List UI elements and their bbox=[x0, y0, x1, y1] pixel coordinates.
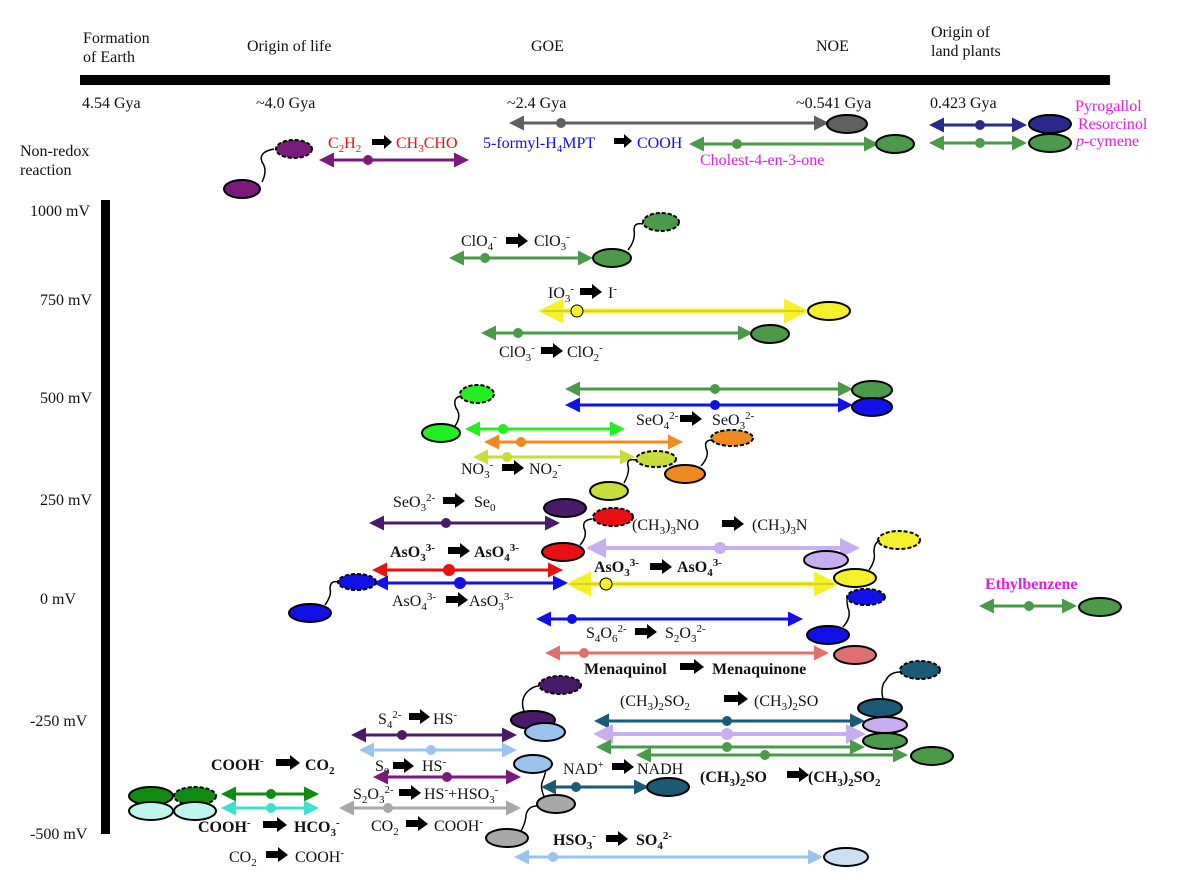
io3-pathway: IO3-I- bbox=[538, 283, 851, 324]
axis-tick-250: 250 mV bbox=[40, 492, 92, 509]
s2o3-label: S2O32-HS-+HSO3- bbox=[353, 784, 499, 806]
tmao-label: (CH3)3NO(CH3)3N bbox=[632, 517, 808, 537]
pyrogallol-label: Pyrogallol bbox=[1075, 98, 1142, 115]
seo4-label: SeO42-SeO32- bbox=[636, 410, 755, 432]
arsenite-pathways-left: AsO33-AsO43- AsO43-AsO33- bbox=[288, 542, 568, 623]
clo4-label: ClO4-ClO3- bbox=[461, 231, 570, 253]
nad-label: NAD+NADH bbox=[563, 759, 684, 778]
dmso-label: (CH3)2SO(CH3)2SO2 bbox=[700, 769, 881, 789]
s4-label: S42-HS- bbox=[378, 709, 457, 731]
event-land-plants-date: 0.423 Gya bbox=[930, 95, 997, 112]
dmso-pathways: (CH3)2SO2(CH3)2SO (CH3)2SO(CH3)2SO2 bbox=[593, 660, 954, 789]
event-noe-date: ~0.541 Gya bbox=[796, 95, 871, 112]
cholest-pathway: Cholest-4-en-3-one bbox=[689, 134, 915, 169]
cholest-label: Cholest-4-en-3-one bbox=[700, 152, 824, 169]
axis-tick-0: 0 mV bbox=[40, 591, 76, 608]
clo3-label: ClO3-ClO2- bbox=[499, 342, 603, 364]
ethylbenzene-pathway: Ethylbenzene bbox=[979, 576, 1122, 617]
green-blue-500mv-pathways bbox=[565, 380, 893, 417]
hso3-label: HSO3-SO42- bbox=[553, 830, 672, 852]
ethylbenzene-label: Ethylbenzene bbox=[985, 576, 1077, 593]
aromatic-pathways: Pyrogallol Resorcinol p-cymene bbox=[929, 98, 1148, 153]
event-formation-date: 4.54 Gya bbox=[82, 95, 141, 112]
seo3-pathway: SeO32-Se0 bbox=[369, 492, 587, 531]
event-goe-date: ~2.4 Gya bbox=[507, 95, 566, 112]
seo3-label: SeO32-Se0 bbox=[393, 492, 496, 514]
no3-label: NO3-NO2- bbox=[461, 459, 562, 481]
event-origin-life-label: Origin of life bbox=[247, 38, 331, 55]
dmso2-label: (CH3)2SO2(CH3)2SO bbox=[620, 693, 818, 713]
axis-tick-500: 500 mV bbox=[40, 390, 92, 407]
cooh-co2-label: COOH-CO2 bbox=[211, 755, 335, 777]
axis-tick-minus500: -500 mV bbox=[30, 826, 88, 843]
event-origin-life-date: ~4.0 Gya bbox=[256, 95, 315, 112]
clo4-pathway: ClO4-ClO3- bbox=[449, 212, 680, 268]
event-noe-label: NOE bbox=[816, 38, 849, 55]
axis-tick-750: 750 mV bbox=[40, 292, 92, 309]
resorcinol-label: Resorcinol bbox=[1078, 116, 1148, 133]
io3-label: IO3-I- bbox=[548, 283, 617, 305]
axis-tick-minus250: -250 mV bbox=[30, 713, 88, 730]
cymene-label: p-cymene bbox=[1075, 133, 1139, 150]
cooh-hco3-label: COOH-HCO3- bbox=[198, 817, 340, 839]
tmao-pathway: (CH3)3NO(CH3)3N bbox=[541, 507, 860, 570]
event-goe-label: GOE bbox=[531, 38, 564, 55]
aso3-red-label: AsO33-AsO43- bbox=[390, 542, 519, 564]
aso3-yellow-label: AsO33-AsO43- bbox=[594, 557, 722, 579]
timeline-bar bbox=[80, 75, 1110, 85]
seo4-no3-pathways: SeO42-SeO32- NO3-NO2- bbox=[421, 384, 755, 501]
aso4-label: AsO43-AsO33- bbox=[392, 591, 513, 613]
potential-axis-bar bbox=[101, 200, 110, 834]
axis-tick-1000: 1000 mV bbox=[30, 203, 90, 220]
s4o6-label: S4O62-S2O32- bbox=[586, 623, 706, 645]
arsenite-pathway-right: AsO33-AsO43- bbox=[566, 530, 921, 597]
clo3-pathway: ClO3-ClO2- bbox=[481, 324, 790, 364]
